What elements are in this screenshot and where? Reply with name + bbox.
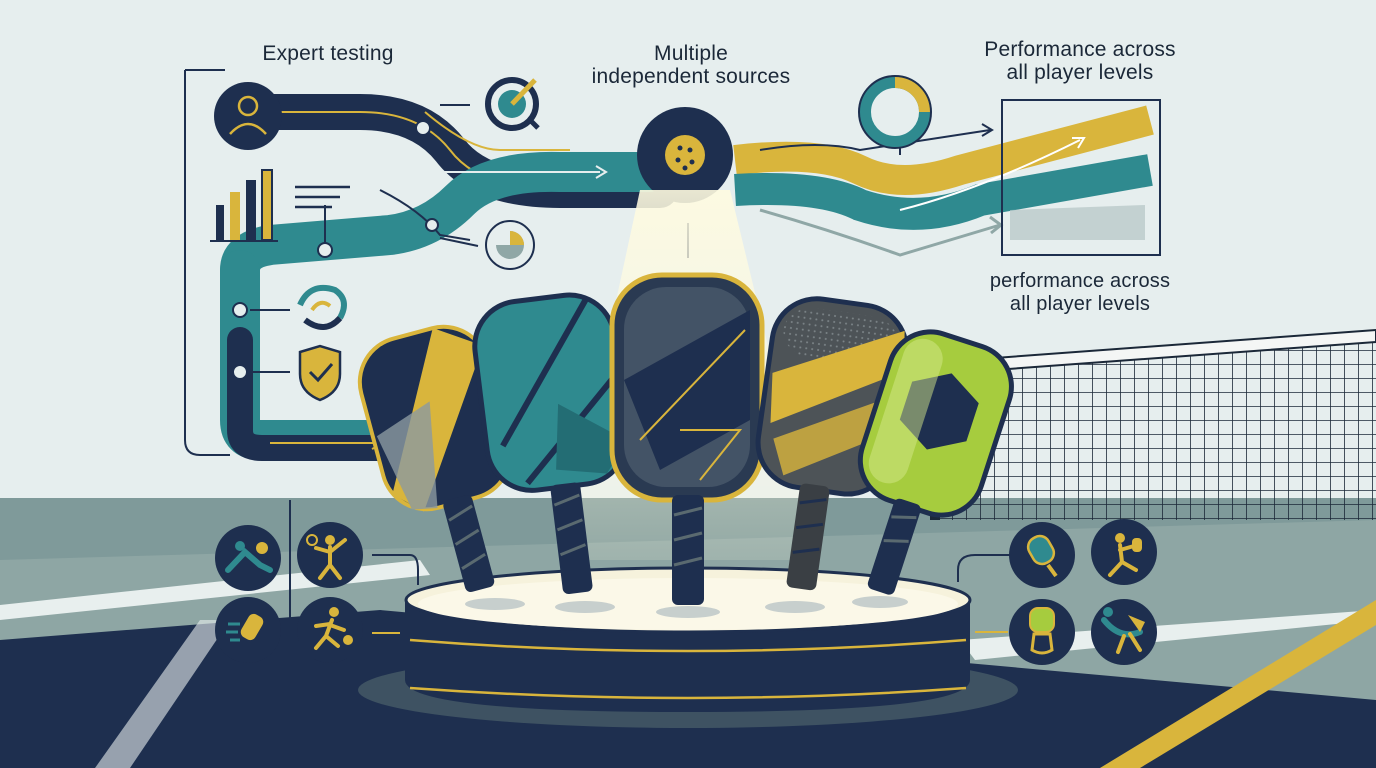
player-diving-icon: [215, 525, 281, 591]
bar-chart-icon: [210, 169, 278, 242]
paddle-icon: [1009, 522, 1075, 588]
paddle-teal-geometric: [472, 292, 630, 594]
paddle-shadows: [465, 596, 908, 618]
donut-chart-icon: [858, 75, 932, 149]
pie-chart-icon: [485, 220, 535, 270]
player-hitting-icon: [1091, 519, 1157, 585]
shield-check-icon: [298, 344, 342, 402]
pickleball-icon: [637, 107, 733, 203]
paddle-lime-hexagon: [857, 329, 1014, 595]
performance-flow-ribbons: [733, 99, 1161, 257]
user-icon: [214, 82, 282, 150]
paddle-dark-glass-gold: [609, 272, 765, 605]
paddle-navy-gold-stripe: [357, 324, 513, 592]
player-running-icon: [297, 597, 363, 663]
paddle-hit-icon: [215, 597, 281, 663]
swirl-icon: [297, 284, 347, 330]
player-leaning-icon: [1091, 599, 1157, 665]
target-icon: [485, 77, 540, 131]
player-swing-icon: [297, 522, 363, 588]
expert-testing-label: Expert testing: [262, 42, 394, 65]
player-icons-right: [957, 554, 1010, 633]
source-flow-paths: [184, 69, 678, 461]
player-icons-left: [289, 500, 419, 634]
paddle-grip-icon: [1009, 599, 1075, 665]
multiple-sources-label: Multiple independent sources: [591, 42, 791, 88]
performance-label-bottom: performance across all player levels: [989, 270, 1171, 315]
document-lines-icon: [295, 185, 350, 209]
performance-label-top: Performance across all player levels: [984, 38, 1176, 84]
